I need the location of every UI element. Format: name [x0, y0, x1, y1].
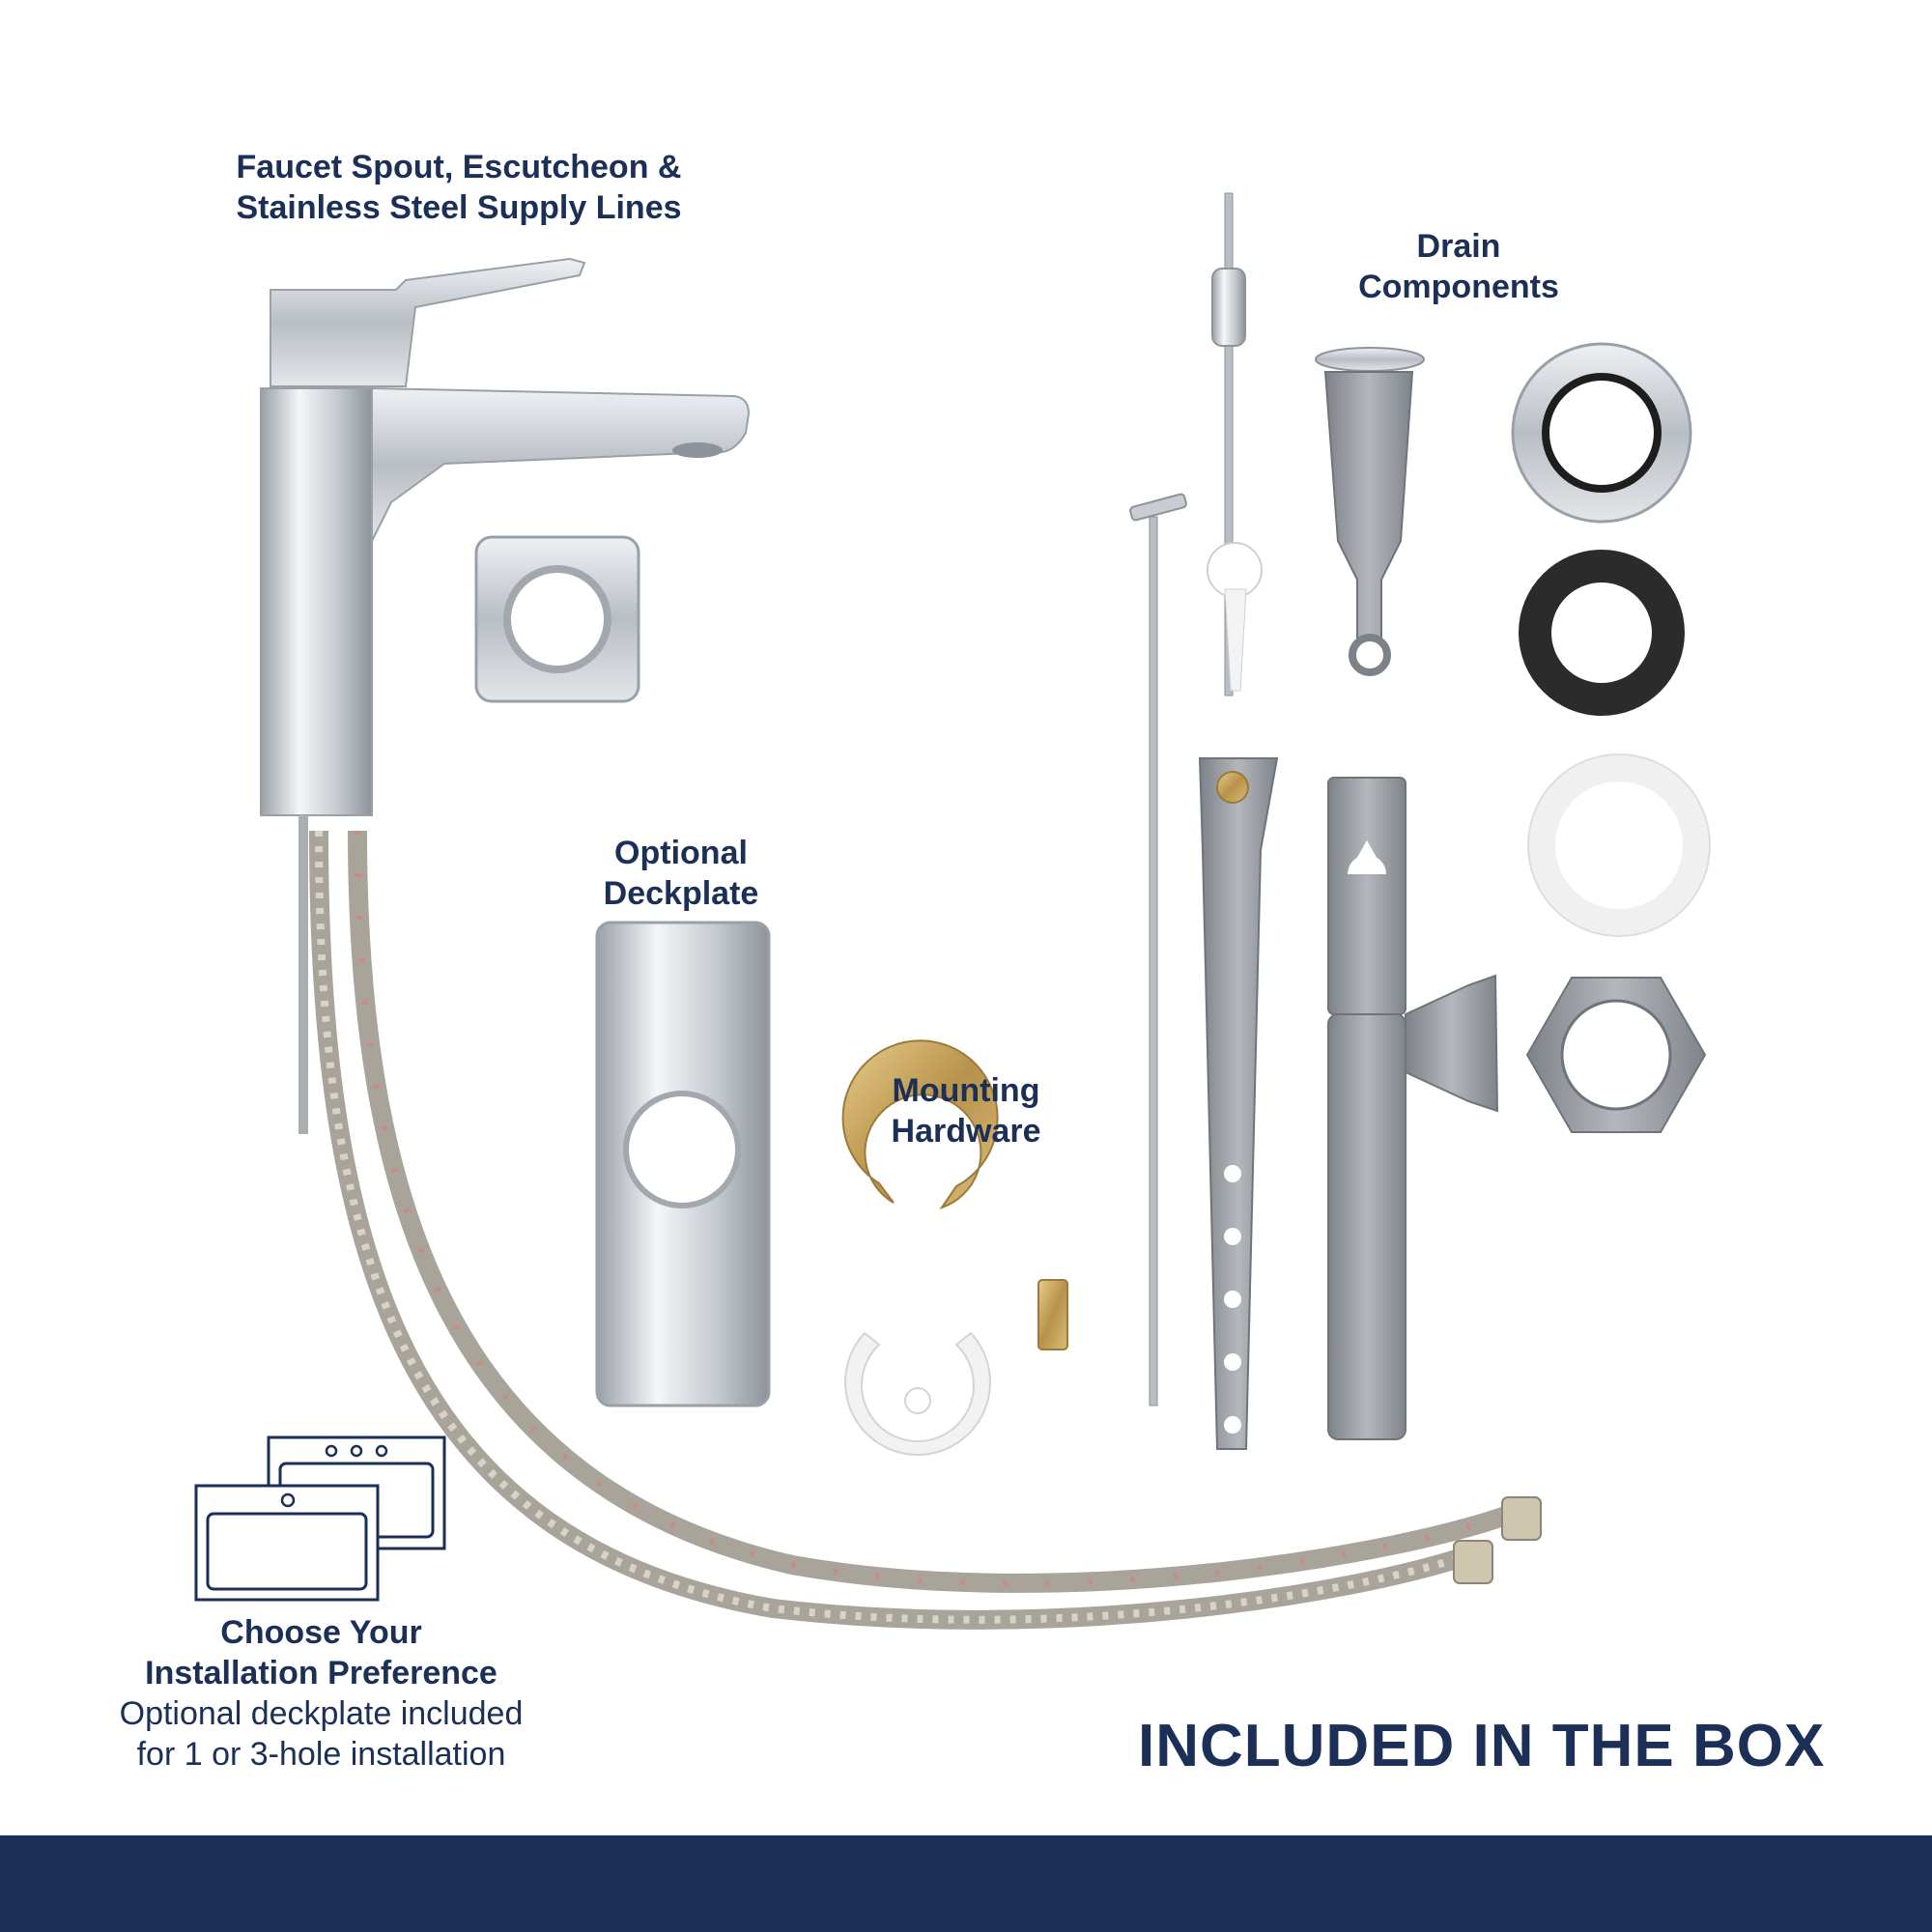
faucet-handle: [270, 257, 586, 387]
faucet-label-line1: Faucet Spout, Escutcheon &: [236, 149, 682, 185]
fiber-washer: [1527, 753, 1711, 937]
mounting-label-line1: Mounting: [892, 1072, 1040, 1109]
page-headline: INCLUDED IN THE BOX: [1138, 1713, 1826, 1779]
mounting-label-line2: Hardware: [891, 1113, 1041, 1150]
mounting-hardware: [841, 1039, 1068, 1456]
deckplate-label-line2: Deckplate: [603, 875, 759, 912]
mounting-label: Mounting Hardware: [865, 1070, 1067, 1151]
faucet-body: [260, 386, 751, 816]
popup-stopper: [1315, 347, 1425, 676]
faucet-label: Faucet Spout, Escutcheon & Stainless Ste…: [208, 147, 710, 228]
pivot-rod: [1207, 192, 1263, 696]
drain-body: [1327, 777, 1499, 1440]
mounting-rod: [298, 815, 308, 1134]
lift-rod: [1129, 493, 1187, 1406]
install-title-line2: Installation Preference: [145, 1655, 497, 1691]
footer-band: [0, 1835, 1932, 1932]
install-note: Optional deckplate included for 1 or 3-h…: [92, 1693, 551, 1775]
supply-line-nuts: [1453, 1496, 1542, 1584]
deckplate-label-line1: Optional: [614, 835, 748, 871]
install-title-line1: Choose Your: [220, 1614, 422, 1651]
supply-lines: [309, 830, 1520, 1630]
drain-label: Drain Components: [1333, 226, 1584, 307]
drain-label-line2: Components: [1358, 269, 1559, 305]
drain-flange: [1511, 342, 1692, 524]
rubber-gasket: [1519, 550, 1685, 716]
escutcheon: [474, 535, 640, 703]
deckplate-label: Optional Deckplate: [580, 833, 782, 914]
faucet-label-line2: Stainless Steel Supply Lines: [236, 189, 682, 226]
drain-nut: [1525, 977, 1707, 1133]
deckplate: [595, 921, 771, 1407]
sink-install-icon: [194, 1435, 446, 1602]
install-title: Choose Your Installation Preference: [101, 1612, 541, 1693]
install-note-line2: for 1 or 3-hole installation: [136, 1736, 506, 1773]
drain-label-line1: Drain: [1416, 228, 1501, 265]
clevis-strap: [1198, 757, 1279, 1450]
install-note-line1: Optional deckplate included: [119, 1695, 524, 1732]
